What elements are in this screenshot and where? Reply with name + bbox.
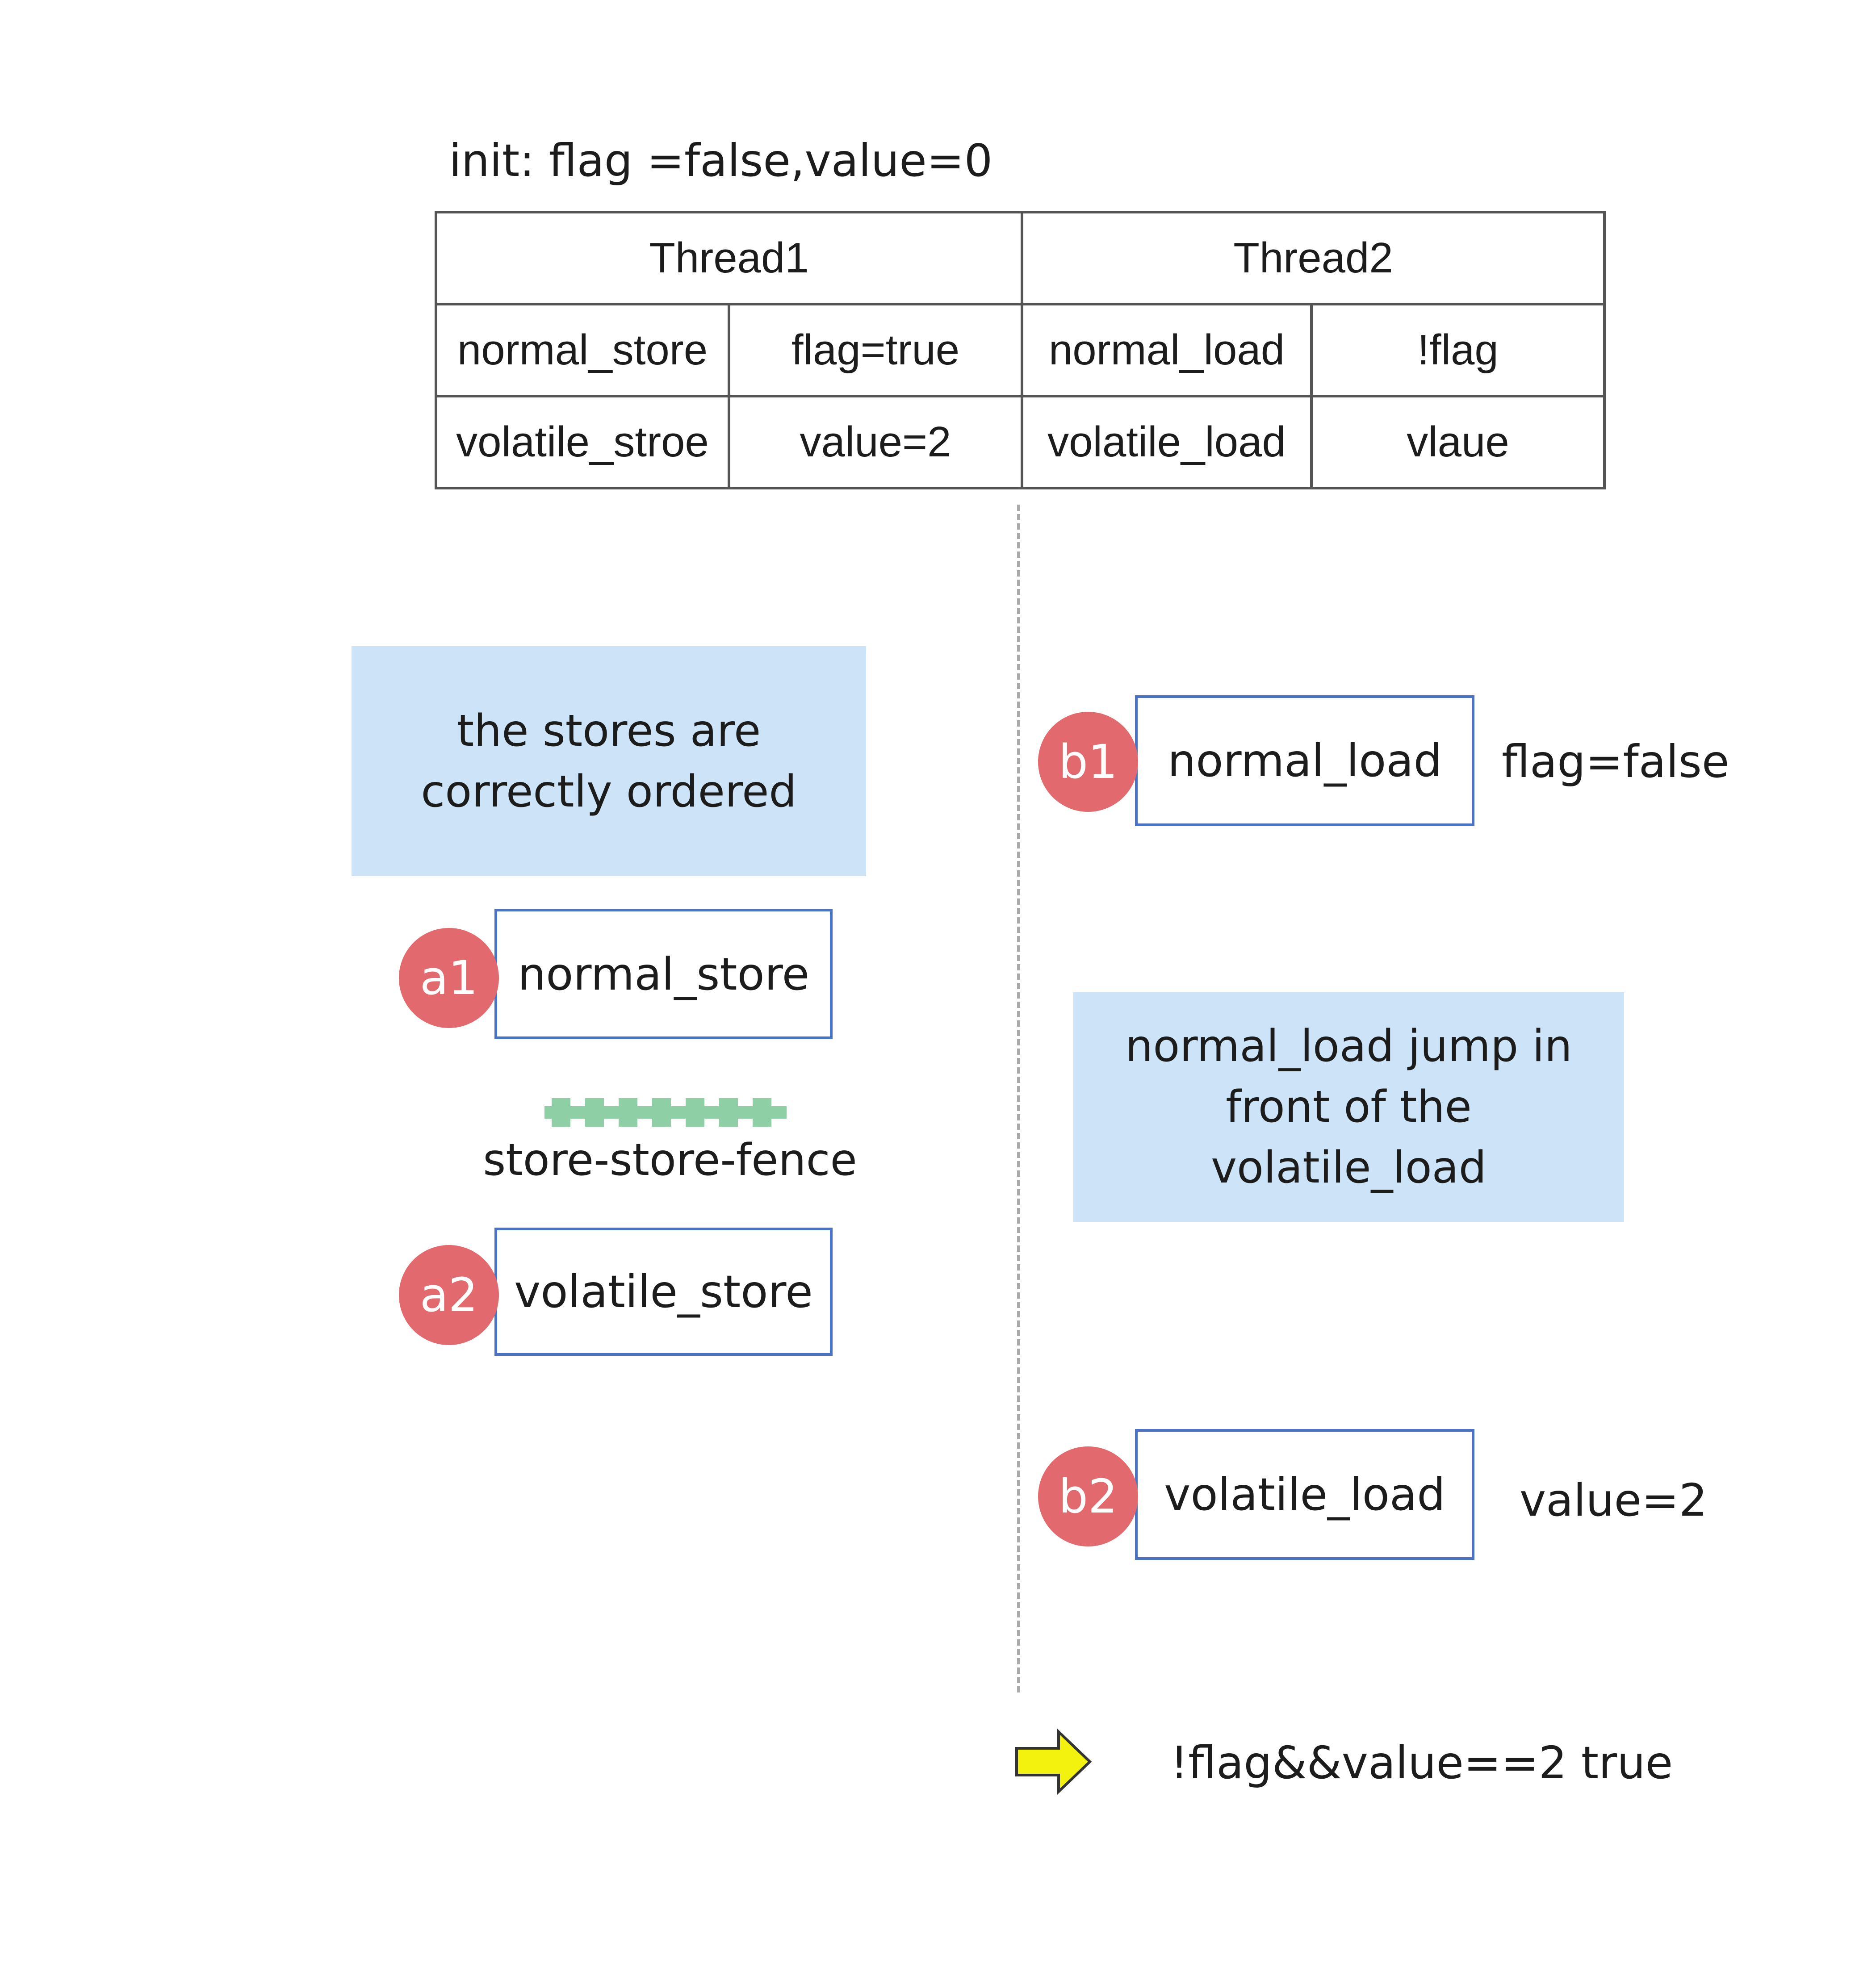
b2-marker: b2 [1038, 1446, 1138, 1546]
fence-label: store-store-fence [483, 1135, 857, 1186]
table-cell: flag=true [728, 303, 1023, 397]
table-cell: vlaue [1310, 395, 1606, 489]
a1-normal-store-box: normal_store [494, 909, 833, 1039]
thread1-note: the stores are correctly ordered [352, 646, 866, 876]
init-text: init: flag =false,value=0 [449, 134, 993, 187]
table-cell: !flag [1310, 303, 1606, 397]
table-header-row: Thread1 Thread2 [435, 211, 1606, 305]
table-row: volatile_stroe value=2 volatile_load vla… [435, 395, 1606, 489]
fence-icon [544, 1098, 787, 1127]
header-thread1: Thread1 [435, 211, 1023, 305]
a2-marker: a2 [399, 1245, 499, 1345]
thread-table: Thread1 Thread2 normal_store flag=true n… [435, 211, 1606, 489]
b1-marker: b1 [1038, 712, 1138, 812]
b2-volatile-load-box: volatile_load [1135, 1429, 1474, 1560]
conclusion-text: !flag&&value==2 true [1170, 1737, 1673, 1789]
b1-normal-load-box: normal_load [1135, 695, 1474, 826]
header-thread2: Thread2 [1021, 211, 1606, 305]
table-cell: normal_store [435, 303, 730, 397]
table-cell: normal_load [1021, 303, 1313, 397]
table-cell: volatile_load [1021, 395, 1313, 489]
table-cell: value=2 [728, 395, 1023, 489]
table-row: normal_store flag=true normal_load !flag [435, 303, 1606, 397]
table-cell: volatile_stroe [435, 395, 730, 489]
thread2-note: normal_load jump in front of the volatil… [1073, 992, 1624, 1222]
a1-marker: a1 [399, 928, 499, 1028]
right-arrow-icon [1015, 1728, 1092, 1795]
b1-result: flag=false [1502, 735, 1729, 788]
b2-result: value=2 [1520, 1474, 1708, 1526]
a2-volatile-store-box: volatile_store [494, 1228, 833, 1356]
thread-divider [1017, 505, 1020, 1692]
